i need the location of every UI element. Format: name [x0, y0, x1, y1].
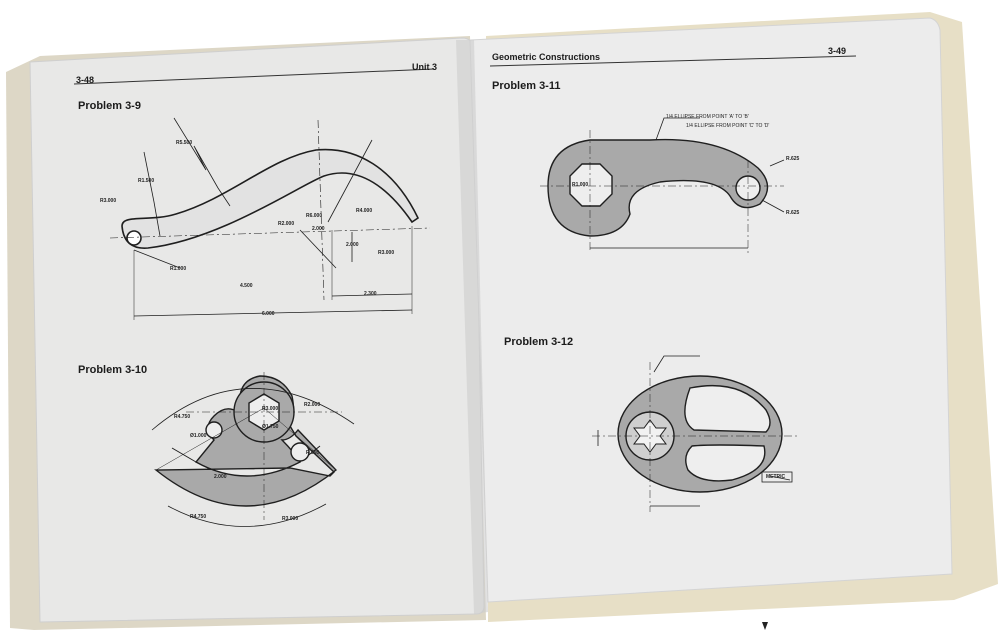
dim-label: 4.500 — [240, 283, 253, 289]
left-running-head: Unit 3 — [412, 62, 438, 72]
dim-label: R3.000 — [262, 406, 279, 412]
right-page-number: 3-49 — [828, 46, 847, 56]
problem-3-9-drawing — [109, 117, 431, 320]
dim-label: 2.300 — [364, 291, 377, 297]
dim-label: R2.000 — [278, 221, 295, 227]
dim-label: Ø1.750 — [262, 424, 279, 430]
dim-label: Ø1.000 — [190, 433, 207, 439]
left-page — [29, 37, 485, 623]
dim-label: R.500 — [306, 450, 320, 456]
gutter-shadow — [456, 40, 488, 614]
wrench-part — [547, 138, 769, 237]
problem-3-11-title: Problem 3-11 — [492, 80, 561, 92]
ellipse-note: 1/4 ELLIPSE FROM POINT 'C' TO 'D' — [686, 123, 770, 129]
right-header-rule — [489, 55, 857, 67]
ellipse-note: 1/4 ELLIPSE FROM POINT 'A' TO 'B' — [666, 114, 749, 120]
right-page — [469, 17, 953, 603]
problem-3-11-drawing — [540, 117, 785, 254]
dim-label: 6.000 — [262, 311, 275, 317]
dim-label: R4.750 — [174, 414, 191, 420]
right-running-head: Geometric Constructions — [492, 52, 601, 62]
dim-label: R1.000 — [170, 266, 187, 272]
dim-label: R1.000 — [572, 182, 589, 188]
dim-label: R3.000 — [282, 516, 299, 522]
small-mark — [762, 622, 768, 630]
problem-3-12-title: Problem 3-12 — [504, 336, 574, 348]
dim-label: R.625 — [786, 210, 800, 216]
dim-label: R5.500 — [176, 140, 193, 146]
problem-3-10-title: Problem 3-10 — [78, 364, 148, 376]
problem-3-9-title: Problem 3-9 — [78, 100, 141, 112]
dim-label: R2.000 — [304, 402, 321, 408]
dim-label: R.625 — [786, 156, 800, 162]
dim-label: R3.000 — [100, 198, 117, 204]
dim-label: R1.500 — [138, 178, 155, 184]
dim-label: 2.000 — [214, 474, 227, 480]
dim-label: 2.000 — [346, 242, 359, 248]
left-header-rule — [73, 68, 435, 85]
dim-label: R4.750 — [190, 514, 207, 520]
problem-3-12-drawing — [592, 355, 800, 512]
dim-label: R4.000 — [356, 208, 373, 214]
dim-label: R3.000 — [378, 250, 395, 256]
left-page-number: 3-48 — [76, 75, 95, 85]
dim-label: 2.000 — [312, 226, 325, 232]
dim-label: R6.000 — [306, 213, 323, 219]
problem-3-10-drawing — [151, 372, 355, 527]
metric-label: METRIC — [766, 474, 786, 480]
